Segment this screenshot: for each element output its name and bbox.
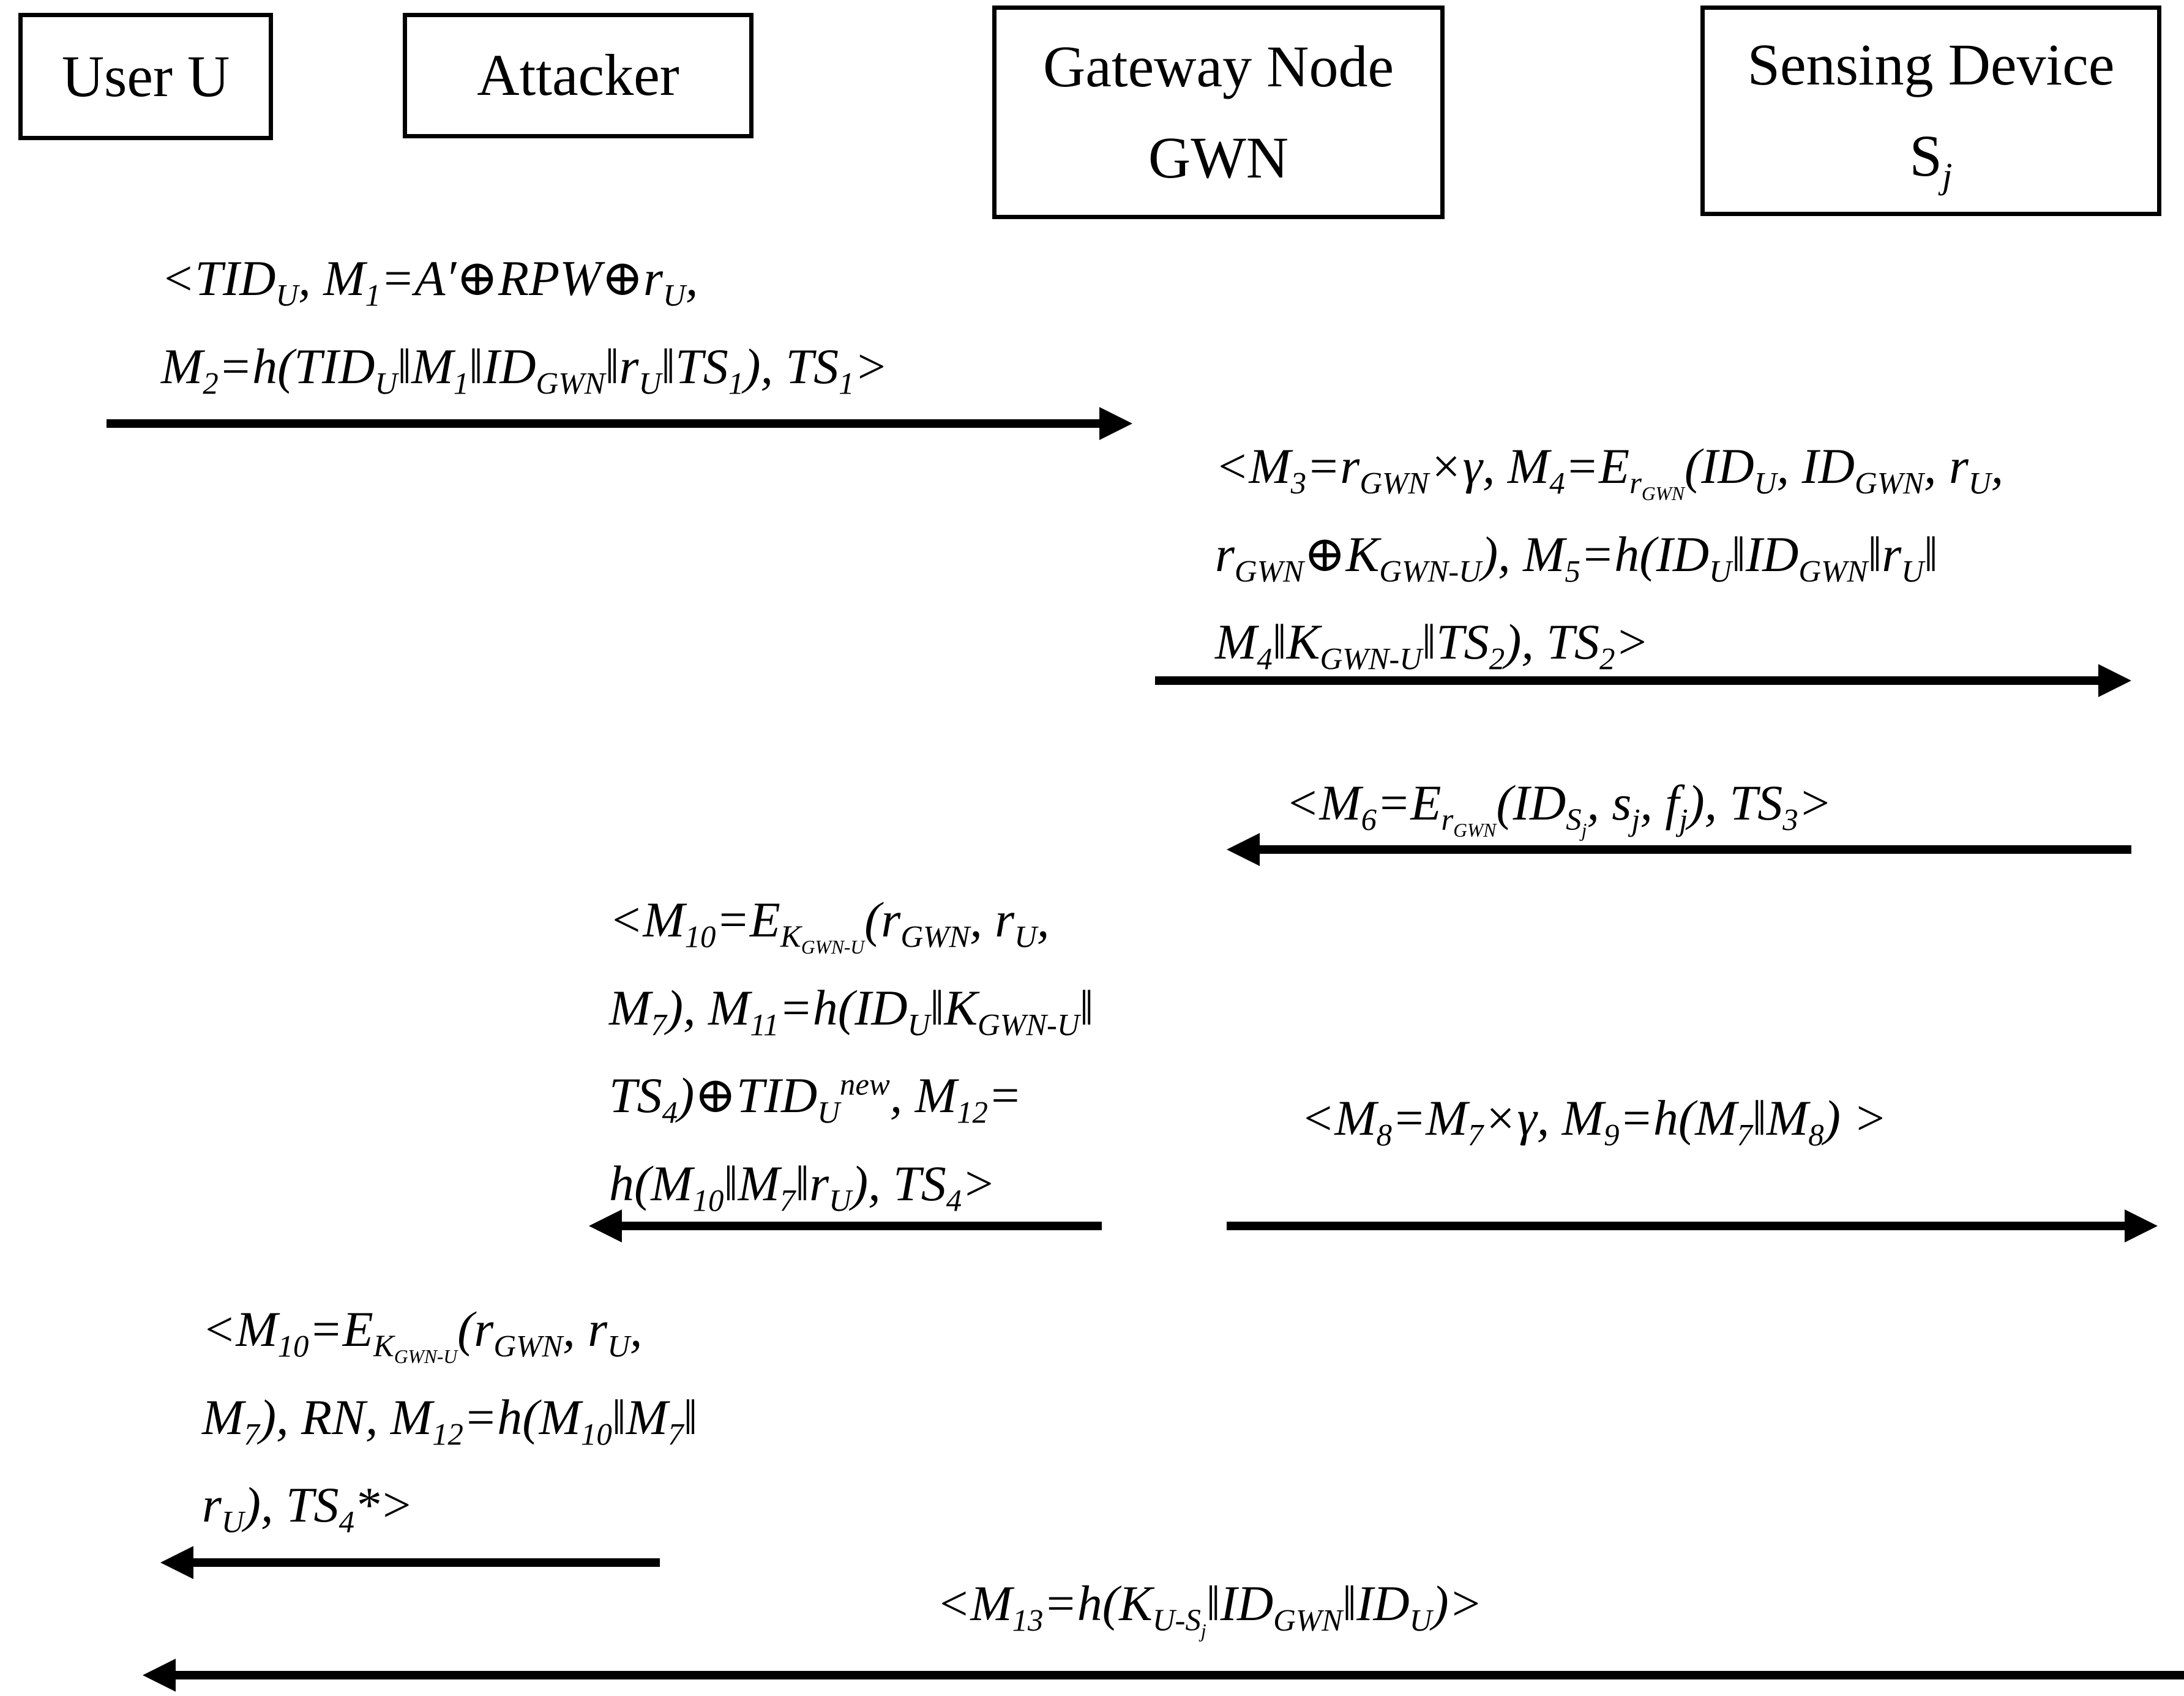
arrow-head-left-icon bbox=[143, 1659, 176, 1692]
arrow-shaft bbox=[166, 1671, 2184, 1679]
message-label-gwn-to-sensor-auth: <M3=rGWN×γ, M4=ErGWN(IDU, IDGWN, rU, rGWN… bbox=[1215, 422, 2003, 686]
arrow-head-right-icon bbox=[2125, 1209, 2158, 1242]
text-line: GWN bbox=[1148, 124, 1289, 190]
message-label-user-to-gwn: <TIDU, M1=A′⊕RPW⊕rU, M2=h(TIDU‖M1‖IDGWN‖r… bbox=[161, 234, 888, 410]
message-label-attacker-to-user: <M10=EKGWN-U(rGWN, rU, M7), RN, M12=h(M10… bbox=[202, 1285, 698, 1549]
text-line: <M10=EKGWN-U(rGWN, rU, bbox=[609, 892, 1050, 958]
text-line: <M3=rGWN×γ, M4=ErGWN(IDU, IDGWN, rU, bbox=[1215, 438, 2004, 505]
arrow-head-left-icon bbox=[160, 1546, 193, 1579]
participant-label-attacker: Attacker bbox=[407, 30, 749, 121]
text-line: M2=h(TIDU‖M1‖IDGWN‖rU‖TS1), TS1> bbox=[161, 338, 888, 400]
text-line: Gateway Node bbox=[1042, 33, 1394, 99]
arrow-shaft bbox=[184, 1558, 660, 1567]
text-line: h(M10‖M7‖rU), TS4> bbox=[609, 1155, 996, 1217]
arrow-shaft bbox=[612, 1222, 1102, 1230]
arrow-gwn-to-attacker bbox=[589, 1209, 1102, 1242]
text-line: Sensing Device bbox=[1747, 32, 2115, 98]
message-label-gwn-to-attacker: <M10=EKGWN-U(rGWN, rU, M7), M11=h(IDU‖KGW… bbox=[609, 876, 1094, 1227]
arrow-gwn-to-sensor-1 bbox=[1155, 664, 2131, 697]
arrow-shaft bbox=[107, 419, 1109, 428]
arrow-sensor-to-user bbox=[143, 1659, 2184, 1692]
arrow-attacker-to-user bbox=[160, 1546, 660, 1579]
arrow-shaft bbox=[1250, 845, 2131, 854]
arrow-head-right-icon bbox=[1099, 407, 1132, 440]
text-line: <M6=ErGWN(IDSj, sj, fj), TS3> bbox=[1285, 775, 1833, 842]
arrow-shaft bbox=[1155, 676, 2108, 685]
arrow-gwn-to-sensor-2 bbox=[1227, 1209, 2158, 1242]
arrow-sensor-to-gwn bbox=[1227, 833, 2131, 866]
arrow-head-right-icon bbox=[2098, 664, 2131, 697]
message-label-gwn-to-sensor-confirm: <M8=M7×γ, M9=h(M7‖M8) > bbox=[1301, 1074, 1887, 1162]
text-line: Sj bbox=[1909, 123, 1953, 196]
text-line: rGWN⊕KGWN-U), M5=h(IDU‖IDGWN‖rU‖ bbox=[1215, 526, 1938, 588]
text-line: <M10=EKGWN-U(rGWN, rU, bbox=[202, 1301, 643, 1368]
text-line: <TIDU, M1=A′⊕RPW⊕rU, bbox=[161, 250, 698, 313]
arrow-head-left-icon bbox=[589, 1209, 622, 1242]
text-line: User U bbox=[61, 43, 230, 109]
participant-label-user: User U bbox=[23, 31, 269, 122]
message-label-sensor-to-gwn: <M6=ErGWN(IDSj, sj, fj), TS3> bbox=[1285, 759, 1832, 847]
text-line: <M13=h(KU-Sj‖IDGWN‖IDU)> bbox=[937, 1575, 1483, 1642]
arrow-head-left-icon bbox=[1227, 833, 1260, 866]
message-label-sensor-to-user: <M13=h(KU-Sj‖IDGWN‖IDU)> bbox=[937, 1560, 1483, 1648]
participant-box-attacker: Attacker bbox=[403, 13, 754, 138]
text-line: M4‖KGWN-U‖TS2), TS2> bbox=[1215, 614, 1649, 676]
text-line: Attacker bbox=[477, 42, 679, 108]
text-line: M7), RN, M12=h(M10‖M7‖ bbox=[202, 1389, 698, 1451]
text-line: <M8=M7×γ, M9=h(M7‖M8) > bbox=[1301, 1090, 1887, 1152]
arrow-shaft bbox=[1227, 1222, 2134, 1230]
text-line: M7), M11=h(IDU‖KGWN-U‖ bbox=[609, 979, 1094, 1042]
text-line: TS4)⊕TIDUnew, M12= bbox=[609, 1067, 1022, 1130]
participant-box-user: User U bbox=[18, 13, 273, 140]
arrow-user-to-gwn bbox=[107, 407, 1132, 440]
text-line: rU), TS4*> bbox=[202, 1477, 414, 1539]
